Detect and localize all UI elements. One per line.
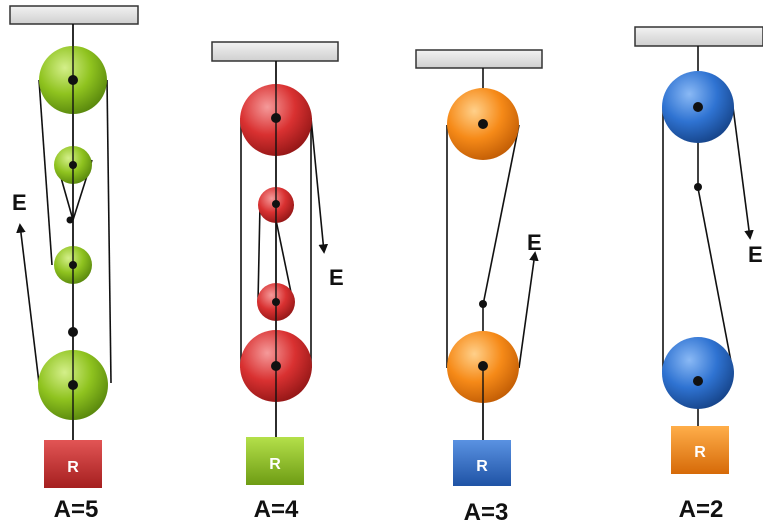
ceiling-bar	[634, 26, 763, 47]
pulley-system-a4: R E A=4	[211, 41, 344, 523]
load-label: R	[67, 459, 79, 476]
effort-label: E	[748, 242, 763, 267]
pulley-system-a2: R E A=2	[634, 26, 763, 523]
load-label: R	[476, 458, 488, 475]
load-box	[246, 437, 304, 485]
advantage-caption: A=3	[464, 499, 509, 526]
load-label: R	[694, 444, 706, 461]
effort-label: E	[527, 230, 542, 255]
axle-points	[66, 75, 78, 390]
load-box	[44, 440, 102, 488]
axle-points	[693, 102, 703, 386]
ceiling-bar	[211, 41, 339, 62]
pulley-system-a3: R E A=3	[415, 49, 543, 526]
effort-label: E	[12, 190, 27, 215]
advantage-caption: A=5	[54, 496, 99, 523]
advantage-caption: A=2	[679, 496, 724, 523]
axle-points	[271, 113, 281, 371]
load-label: R	[269, 456, 281, 473]
load-box	[453, 440, 511, 486]
load-box	[671, 426, 729, 474]
ceiling-bar	[9, 5, 139, 25]
ceiling-bar	[415, 49, 543, 69]
pulley-bottom	[662, 337, 734, 409]
axle-points	[478, 119, 488, 371]
advantage-caption: A=4	[254, 496, 299, 523]
pulley-system-a5: R E A=5	[9, 5, 139, 523]
effort-label: E	[329, 265, 344, 290]
